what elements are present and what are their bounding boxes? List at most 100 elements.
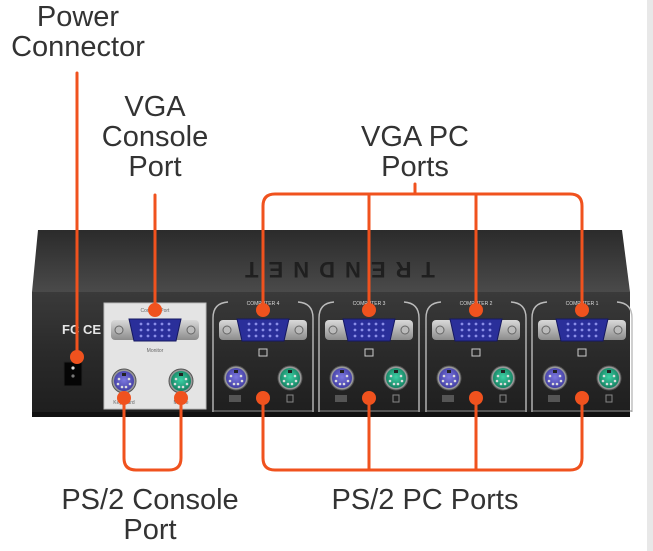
pc-mouse-port-key <box>607 370 611 373</box>
pc-port-outline <box>318 301 420 412</box>
pc-mouse-port <box>386 368 406 388</box>
label-line: VGA PC <box>361 121 469 153</box>
ps2-console-callout-dot <box>174 391 188 405</box>
vga-pin <box>247 322 251 326</box>
console-keyboard-port-pin <box>116 382 120 386</box>
monitor-icon <box>577 348 587 357</box>
pc-keyboard-port-pin <box>345 374 349 378</box>
vga-pin <box>146 334 150 338</box>
pc-mouse-port-pin <box>506 374 510 378</box>
vga-pin <box>247 328 251 332</box>
pc-mouse-port-pin <box>612 374 616 378</box>
vga-pc-callout-dot <box>256 303 270 317</box>
vga-screw <box>328 325 338 335</box>
pc-keyboard-port-pin <box>346 379 350 383</box>
console-mouse-port-pin <box>181 385 185 389</box>
pc-mouse-port-pin <box>388 379 392 383</box>
vga-pin <box>360 322 364 326</box>
ps2-pc-callout-dot <box>469 391 483 405</box>
pc-mouse-port-pin <box>507 379 511 383</box>
pc-mouse-port <box>280 368 300 388</box>
vga-pc-callout-dot <box>469 303 483 317</box>
vga-pin <box>374 322 378 326</box>
vga-screw <box>222 325 232 335</box>
keyboard-icon <box>548 395 560 402</box>
monitor-icon <box>364 348 374 357</box>
vga-pin <box>488 334 492 338</box>
vga-pc-callout-dot <box>362 303 376 317</box>
right-border <box>647 0 653 551</box>
ps2-console-callout-dot <box>117 391 131 405</box>
vga-pin <box>580 334 584 338</box>
pc-keyboard-port-pin <box>453 379 457 383</box>
pc-keyboard-port-pin <box>240 379 244 383</box>
vga-pin <box>254 328 258 332</box>
console-keyboard-port-key <box>122 373 126 376</box>
vga-screw <box>294 325 304 335</box>
vga-pin <box>474 334 478 338</box>
vga-pin <box>374 334 378 338</box>
vga-pin <box>381 328 385 332</box>
console-keyboard-port-pin <box>127 377 131 381</box>
mouse-icon <box>286 394 294 403</box>
vga-pin <box>374 328 378 332</box>
vga-pin <box>160 322 164 326</box>
console-mouse-port-pin <box>173 382 177 386</box>
pc-keyboard-port-pin <box>334 379 338 383</box>
pc-keyboard-port-key <box>447 370 451 373</box>
console-keyboard-port-pin <box>117 377 121 381</box>
vga-pin <box>566 334 570 338</box>
pc-mouse-port-pin <box>495 379 499 383</box>
vga-pin <box>587 334 591 338</box>
vga-console-port-label: VGA Console Port <box>90 92 220 182</box>
label-line: Console <box>101 121 209 153</box>
pc-mouse-port-pin <box>294 379 298 383</box>
vga-pin <box>381 334 385 338</box>
ps2-console-port-label: PS/2 Console Port <box>40 485 260 545</box>
pc-port-outline <box>531 301 633 412</box>
pc-mouse-port-pin <box>499 382 503 386</box>
vga-pin <box>254 334 258 338</box>
vga-console-callout-dot <box>148 303 162 317</box>
ps2-pc-callout-dot <box>362 391 376 405</box>
vga-pin <box>488 322 492 326</box>
ps2-pc-bracket <box>261 396 584 472</box>
vga-pin <box>460 334 464 338</box>
console-mouse-port <box>171 371 191 391</box>
console-mouse-port-pin <box>177 385 181 389</box>
console-keyboard-port <box>114 371 134 391</box>
label-line: Port <box>128 151 182 183</box>
pc-mouse-port-pin <box>389 374 393 378</box>
console-mouse-port-pin <box>185 382 189 386</box>
vga-pin <box>268 334 272 338</box>
vga-pin <box>474 322 478 326</box>
console-mouse-port-pin <box>174 377 178 381</box>
pc-mouse-port-key <box>501 370 505 373</box>
power-connector <box>63 361 83 387</box>
vga-pin <box>488 328 492 332</box>
vga-pin <box>481 328 485 332</box>
vga-pin <box>580 322 584 326</box>
pc-mouse-port-pin <box>605 382 609 386</box>
power-callout-dot <box>70 350 84 364</box>
vga-pc-ports-label: VGA PC Ports <box>330 122 500 182</box>
vga-screw <box>541 325 551 335</box>
vga-screw <box>186 325 196 335</box>
vga-pin <box>587 328 591 332</box>
pc-mouse-port-pin <box>496 374 500 378</box>
pc-keyboard-port-pin <box>548 374 552 378</box>
vga-pin <box>268 322 272 326</box>
pc-mouse-port-pin <box>283 374 287 378</box>
fcc-ce-mark: FC CE <box>62 322 101 337</box>
vga-pin <box>153 322 157 326</box>
vga-pin <box>566 328 570 332</box>
vga-pin <box>580 328 584 332</box>
vga-pin <box>167 322 171 326</box>
pc-keyboard-port-pin <box>547 379 551 383</box>
vga-pin <box>467 328 471 332</box>
vga-pin <box>167 328 171 332</box>
console-keyboard-port-pin <box>120 385 124 389</box>
pc-keyboard-port-key <box>553 370 557 373</box>
svg-text:TRENDNET: TRENDNET <box>235 257 435 282</box>
vga-pin <box>467 322 471 326</box>
